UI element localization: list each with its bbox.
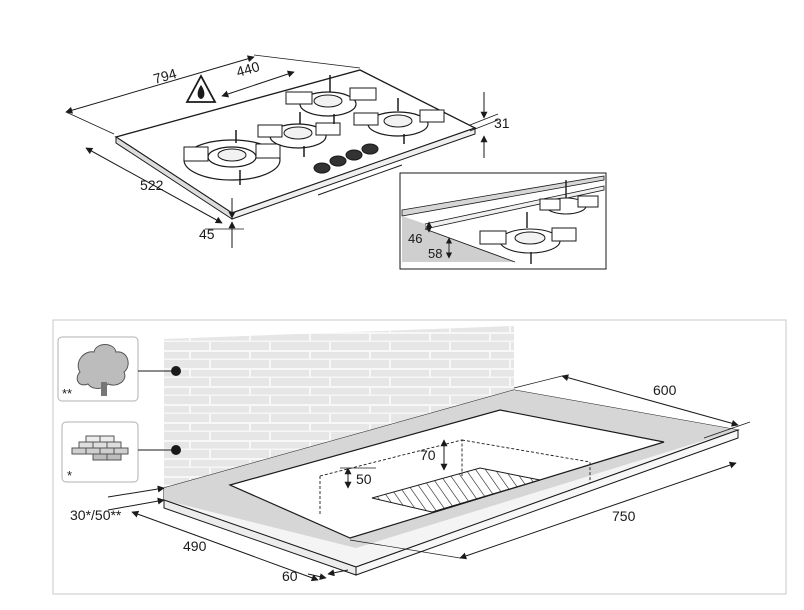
dimension-60: 60 (282, 568, 298, 584)
burner-small-right (353, 98, 445, 144)
burner-medium-rear (285, 75, 377, 124)
legend-brick: * (61, 421, 181, 483)
bricks-icon (71, 435, 129, 461)
control-knobs (313, 143, 379, 174)
fire-warning-triangle-icon (185, 74, 217, 103)
tree-icon (76, 344, 129, 396)
inset-burner-rear (539, 180, 599, 215)
detail-inset: 46 58 (399, 172, 607, 270)
dimension-45: 45 (199, 226, 215, 242)
dimension-58: 58 (428, 246, 442, 261)
back-wall (164, 326, 514, 488)
dimension-794: 794 (151, 65, 178, 87)
cutout-drawing: 600 750 490 30*/50** 60 50 70 ** (52, 319, 787, 595)
legend-brick-marker: * (67, 468, 72, 483)
dimension-440: 440 (234, 58, 261, 80)
dimension-31: 31 (494, 115, 510, 131)
legend-wood: ** (57, 336, 181, 402)
dimension-600: 600 (653, 382, 677, 398)
dimension-490: 490 (183, 538, 207, 554)
legend-wood-marker: ** (62, 386, 72, 401)
dimension-50: 50 (356, 471, 372, 487)
inset-burner (479, 212, 577, 264)
hob-drawing: 794 440 31 522 45 (65, 54, 607, 270)
dimension-46: 46 (408, 231, 422, 246)
dimension-70: 70 (420, 447, 436, 463)
burner-medium-left (257, 112, 341, 157)
dimension-30-50: 30*/50** (70, 507, 122, 523)
dimension-522: 522 (140, 177, 164, 193)
dimension-750: 750 (612, 508, 636, 524)
